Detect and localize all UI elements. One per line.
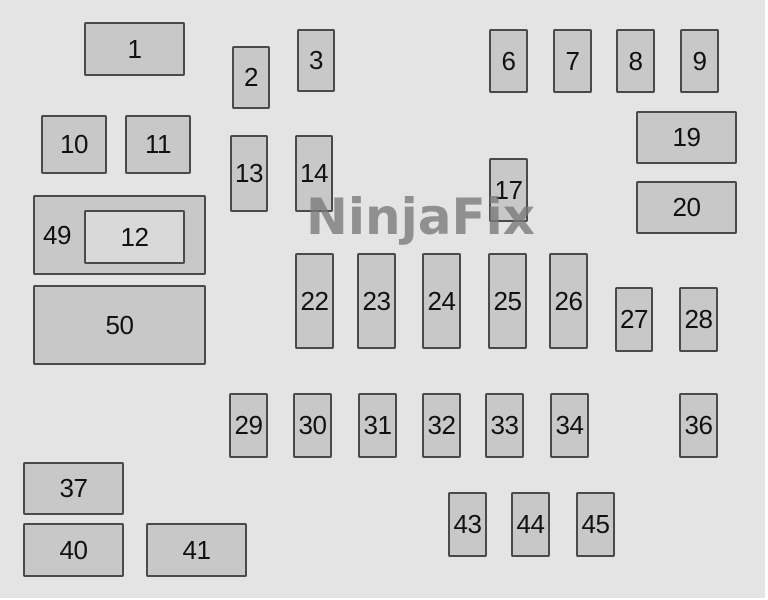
fuse-label: 23 — [362, 285, 391, 316]
fuse-label: 2 — [244, 62, 258, 92]
fuse-36[interactable]: 36 — [679, 393, 718, 458]
fuse-34[interactable]: 34 — [550, 393, 589, 458]
fuse-45[interactable]: 45 — [576, 492, 615, 557]
fuse-label: 40 — [59, 534, 88, 565]
fuse-44[interactable]: 44 — [511, 492, 550, 557]
fuse-22[interactable]: 22 — [295, 253, 334, 349]
fuse-label: 8 — [628, 45, 643, 76]
fuse-label: 3 — [309, 45, 323, 75]
fuse-14[interactable]: 14 — [295, 135, 333, 212]
fuse-11[interactable]: 11 — [125, 115, 191, 174]
fuse-label: 1 — [127, 33, 142, 64]
fuse-6[interactable]: 6 — [489, 29, 528, 93]
fuse-label: 43 — [453, 509, 482, 539]
fuse-29[interactable]: 29 — [229, 393, 268, 458]
fuse-label: 34 — [555, 410, 584, 440]
fuse-23[interactable]: 23 — [357, 253, 396, 349]
fuse-label: 24 — [427, 285, 456, 316]
fuse-label: 22 — [300, 285, 329, 316]
fuse-label: 37 — [59, 473, 88, 503]
fuse-label: 9 — [692, 45, 707, 76]
fuse-13[interactable]: 13 — [230, 135, 268, 212]
fuse-9[interactable]: 9 — [680, 29, 719, 93]
fuse-label: 26 — [554, 285, 583, 316]
fuse-label: 25 — [493, 285, 522, 316]
fuse-label: 33 — [490, 410, 519, 440]
fuse-label: 19 — [672, 122, 701, 152]
fuse-7[interactable]: 7 — [553, 29, 592, 93]
fuse-label: 10 — [60, 129, 88, 159]
fuse-label: 41 — [182, 534, 211, 565]
fuse-19[interactable]: 19 — [636, 111, 737, 164]
fuse-2[interactable]: 2 — [232, 46, 270, 109]
fuse-17[interactable]: 17 — [489, 158, 528, 222]
fuse-33[interactable]: 33 — [485, 393, 524, 458]
fuse-label: 13 — [235, 158, 263, 188]
fuse-27[interactable]: 27 — [615, 287, 653, 352]
fuse-40[interactable]: 40 — [23, 523, 124, 577]
fuse-label: 7 — [565, 45, 580, 76]
fuse-label: 31 — [363, 410, 392, 440]
fuse-label: 29 — [234, 410, 263, 440]
fuse-1[interactable]: 1 — [84, 22, 185, 76]
fuse-10[interactable]: 10 — [41, 115, 107, 174]
fuse-label: 32 — [427, 410, 456, 440]
fuse-label: 20 — [672, 192, 701, 222]
fuse-24[interactable]: 24 — [422, 253, 461, 349]
fuse-8[interactable]: 8 — [616, 29, 655, 93]
fuse-25[interactable]: 25 — [488, 253, 527, 349]
fuse-label: 50 — [105, 309, 134, 340]
fuse-32[interactable]: 32 — [422, 393, 461, 458]
fuse-label: 44 — [516, 509, 545, 539]
fuse-label: 30 — [298, 410, 327, 440]
fuse-37[interactable]: 37 — [23, 462, 124, 515]
fuse-12[interactable]: 12 — [84, 210, 185, 264]
fuse-label: 28 — [684, 304, 713, 334]
fuse-label: 27 — [620, 304, 648, 334]
fuse-31[interactable]: 31 — [358, 393, 397, 458]
fuse-label: 14 — [300, 158, 328, 188]
fuse-41[interactable]: 41 — [146, 523, 247, 577]
fuse-label: 17 — [494, 174, 523, 205]
fuse-label: 6 — [501, 45, 516, 76]
fuse-43[interactable]: 43 — [448, 492, 487, 557]
fuse-3[interactable]: 3 — [297, 29, 335, 92]
fuse-30[interactable]: 30 — [293, 393, 332, 458]
fuse-label: 11 — [145, 129, 172, 159]
fuse-26[interactable]: 26 — [549, 253, 588, 349]
fuse-28[interactable]: 28 — [679, 287, 718, 352]
fuse-label: 36 — [684, 410, 713, 440]
fuse-50[interactable]: 50 — [33, 285, 206, 365]
fuse-label: 45 — [581, 509, 610, 539]
fuse-label: 49 — [43, 219, 71, 250]
fuse-label: 12 — [120, 221, 149, 252]
fuse-20[interactable]: 20 — [636, 181, 737, 234]
